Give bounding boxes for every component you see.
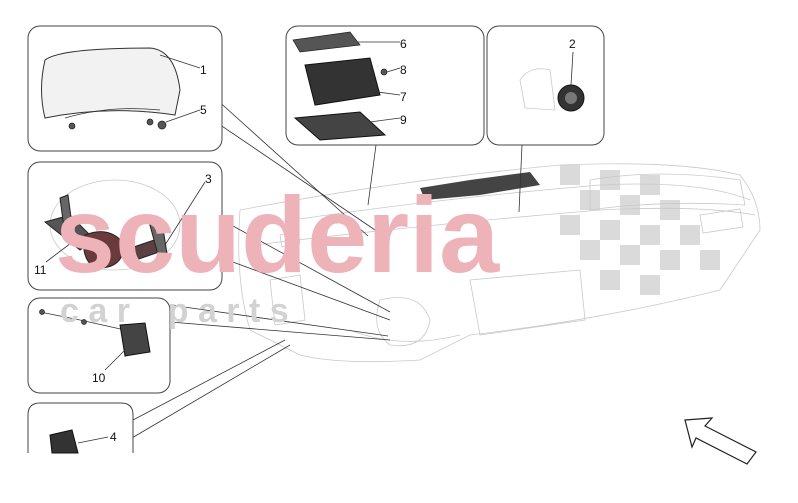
callout-11: 11	[34, 263, 47, 277]
checkered-flag-watermark	[560, 165, 720, 295]
arrow-up-left-outline-icon	[684, 417, 757, 465]
callout-1: 1	[200, 63, 207, 77]
part-4-panel[interactable]: 4	[27, 402, 134, 454]
callout-10: 10	[92, 371, 106, 385]
instrument-cluster-panel[interactable]: 1 5	[27, 25, 223, 152]
callout-8: 8	[400, 63, 407, 77]
watermark-subtitle: c a r p a r t s	[60, 292, 289, 330]
watermark-brand: scuderia	[55, 174, 500, 295]
airbag-module-panel[interactable]: 6 8 7 9	[285, 25, 485, 146]
callout-2: 2	[569, 37, 576, 51]
control-unit-panel[interactable]: 10	[27, 297, 171, 394]
leader-lines	[119, 97, 523, 446]
speaker-panel[interactable]: 2	[486, 25, 605, 146]
callout-7: 7	[400, 90, 407, 104]
callout-3: 3	[205, 172, 212, 186]
callout-9: 9	[400, 113, 407, 127]
callout-5: 5	[200, 103, 207, 117]
callout-6: 6	[400, 37, 407, 51]
steering-switch-panel[interactable]: 3 11	[27, 161, 223, 291]
callout-4: 4	[110, 430, 117, 444]
dashboard-assembly	[238, 163, 761, 363]
